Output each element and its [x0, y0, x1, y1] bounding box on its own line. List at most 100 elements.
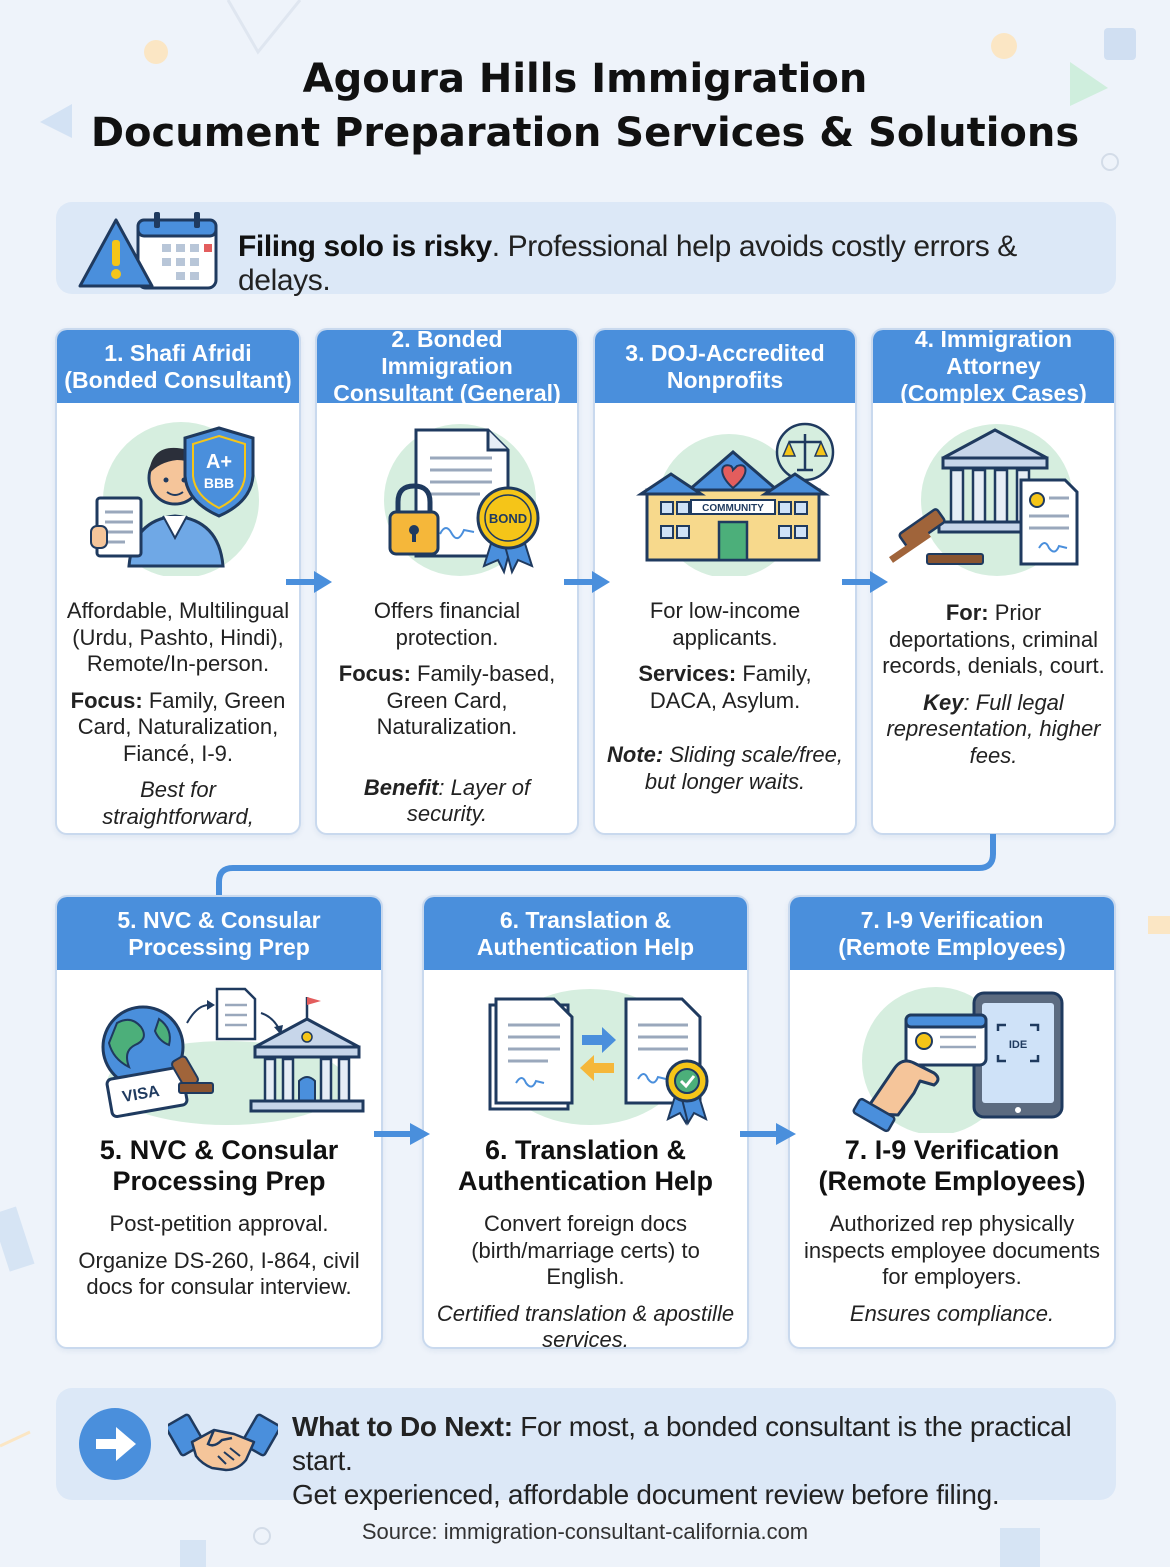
- next-steps-text: What to Do Next: For most, a bonded cons…: [292, 1410, 1116, 1512]
- card-for: For: Prior deportations, criminal record…: [882, 600, 1105, 678]
- id-card-icon: [904, 1013, 988, 1067]
- card-body: 7. I-9 Verification(Remote Employees) Au…: [790, 1135, 1114, 1337]
- next-steps-banner: What to Do Next: For most, a bonded cons…: [56, 1388, 1116, 1510]
- card-details: Ensures compliance.: [849, 1300, 1055, 1326]
- card-header-line-1: 6. Translation &: [499, 906, 672, 933]
- title-line-1: Agoura Hills Immigration: [302, 56, 868, 102]
- source-credit: Source: immigration-consultant-californi…: [361, 1519, 809, 1544]
- card-title: 7. I-9 Verification(Remote Employees): [818, 1135, 1086, 1196]
- card-header-line-2: (Bonded Consultant): [64, 366, 292, 393]
- card-header: 4. Immigration Attorney(Complex Cases): [873, 328, 1114, 406]
- visa-stamp-icon: VISA: [105, 1055, 214, 1119]
- card-note: Best for straightforward, affordable hel…: [102, 777, 254, 833]
- card-header: 7. I-9 Verification(Remote Employees): [790, 897, 1114, 970]
- card-services: Services: Family, DACA, Asylum.: [638, 661, 812, 713]
- document-icon: [90, 496, 143, 558]
- card-description: For low-income applicants.: [649, 598, 801, 650]
- nonprofit-illustration: COMMUNITY: [595, 416, 855, 576]
- svg-text:IDE: IDE: [1009, 1039, 1027, 1051]
- card-header-line-2: Processing Prep: [128, 933, 310, 960]
- card-header-line-1: 5. NVC & Consular: [117, 906, 321, 933]
- warning-text: Filing solo is risky. Professional help …: [238, 230, 1116, 298]
- service-card-7: 7. I-9 Verification(Remote Employees) ID…: [788, 895, 1116, 1349]
- svg-text:BBB: BBB: [204, 475, 234, 491]
- card-header-line-2: (Complex Cases): [900, 380, 1087, 406]
- card-header-line-2: Consultant (General): [333, 380, 561, 406]
- card-description: Convert foreign docs (birth/marriage cer…: [471, 1211, 700, 1289]
- card-header-line-1: 2. Bonded Immigration: [381, 328, 513, 379]
- swap-arrows-icon: [579, 1027, 616, 1081]
- card-title: 6. Translation &Authentication Help: [458, 1135, 713, 1196]
- next-steps-line-1: What to Do Next: For most, a bonded cons…: [292, 1411, 1072, 1476]
- arrow-right-icon: [740, 1123, 796, 1145]
- document-icon: [215, 987, 257, 1041]
- bond-seal-icon: BOND: [476, 486, 540, 575]
- card-description: Authorized rep physically inspects emplo…: [804, 1211, 1100, 1289]
- service-card-4: 4. Immigration Attorney(Complex Cases): [871, 328, 1116, 835]
- card-header-line-1: 1. Shafi Afridi: [104, 339, 252, 366]
- arrow-right-icon: [374, 1123, 430, 1145]
- attorney-illustration: [873, 416, 1114, 576]
- scales-of-justice-icon: [775, 422, 835, 482]
- card-description: Offers financial protection.: [373, 598, 521, 650]
- gavel-icon: [888, 508, 984, 565]
- arrow-right-icon: [286, 571, 332, 593]
- card-header: 1. Shafi Afridi(Bonded Consultant): [57, 330, 299, 403]
- card-header-line-2: Authentication Help: [476, 933, 695, 960]
- card-header: 6. Translation &Authentication Help: [424, 897, 747, 970]
- card-description: Affordable, Multilingual (Urdu, Pashto, …: [66, 598, 290, 676]
- certified-seal-icon: [665, 1059, 708, 1126]
- svg-text:COMMUNITY: COMMUNITY: [702, 503, 764, 514]
- card-focus: Focus: Family-based, Green Card, Natural…: [338, 661, 556, 739]
- padlock-icon: [388, 483, 440, 556]
- card-details: Organize DS-260, I-864, civil docs for c…: [78, 1247, 360, 1300]
- title-line-2: Document Preparation Services & Solution…: [90, 110, 1080, 156]
- consular-illustration: VISA: [57, 983, 381, 1133]
- translation-illustration: [424, 983, 747, 1133]
- warning-rest: . Professional help avoids costly errors…: [238, 230, 1017, 297]
- svg-text:VISA: VISA: [121, 1083, 161, 1106]
- arrow-right-icon: [842, 571, 888, 593]
- card-header-line-1: 4. Immigration Attorney: [914, 328, 1073, 379]
- card-body: Affordable, Multilingual (Urdu, Pashto, …: [57, 598, 299, 833]
- card-description: Post-petition approval.: [109, 1211, 329, 1236]
- service-card-6: 6. Translation &Authentication Help: [422, 895, 749, 1349]
- card-focus: Focus: Family, Green Card, Naturalizatio…: [70, 687, 286, 766]
- card-body: For low-income applicants. Services: Fam…: [595, 598, 855, 805]
- card-details: Certified translation & apostille servic…: [436, 1300, 735, 1349]
- card-key: Key: Full legal representation, higher f…: [886, 689, 1101, 768]
- card-body: Offers financial protection. Focus: Fami…: [317, 598, 577, 833]
- hand-icon: [852, 1059, 940, 1133]
- bond-illustration: BOND: [317, 416, 577, 576]
- card-header-line-2: (Remote Employees): [838, 933, 1066, 960]
- community-building-icon: COMMUNITY: [636, 450, 830, 562]
- card-body: 6. Translation &Authentication Help Conv…: [424, 1135, 747, 1349]
- embassy-building-icon: [249, 997, 365, 1113]
- next-steps-line-2: Get experienced, affordable document rev…: [292, 1479, 1000, 1510]
- svg-text:A+: A+: [206, 451, 232, 473]
- warning-banner: Filing solo is risky. Professional help …: [56, 202, 1116, 297]
- card-note: Benefit: Layer of security.: [363, 774, 531, 827]
- warning-bold: Filing solo is risky: [238, 230, 492, 263]
- card-header-line-1: 7. I-9 Verification: [860, 906, 1044, 933]
- arrow-right-icon: [564, 571, 610, 593]
- handshake-icon: [168, 1413, 278, 1472]
- verification-illustration: IDE: [790, 983, 1114, 1133]
- svg-text:BOND: BOND: [489, 511, 527, 526]
- tablet-icon: IDE: [972, 991, 1064, 1119]
- card-note: Note: Sliding scale/free, but longer wai…: [607, 742, 843, 794]
- page-title: Agoura Hills Immigration Document Prepar…: [0, 52, 1170, 160]
- card-header-line-2: Nonprofits: [666, 366, 784, 393]
- arrow-circle-icon: [79, 1408, 151, 1480]
- card-header-line-1: 3. DOJ-Accredited: [625, 339, 825, 366]
- warning-calendar-icon: [78, 212, 218, 290]
- bbb-shield-icon: A+ BBB: [183, 426, 255, 518]
